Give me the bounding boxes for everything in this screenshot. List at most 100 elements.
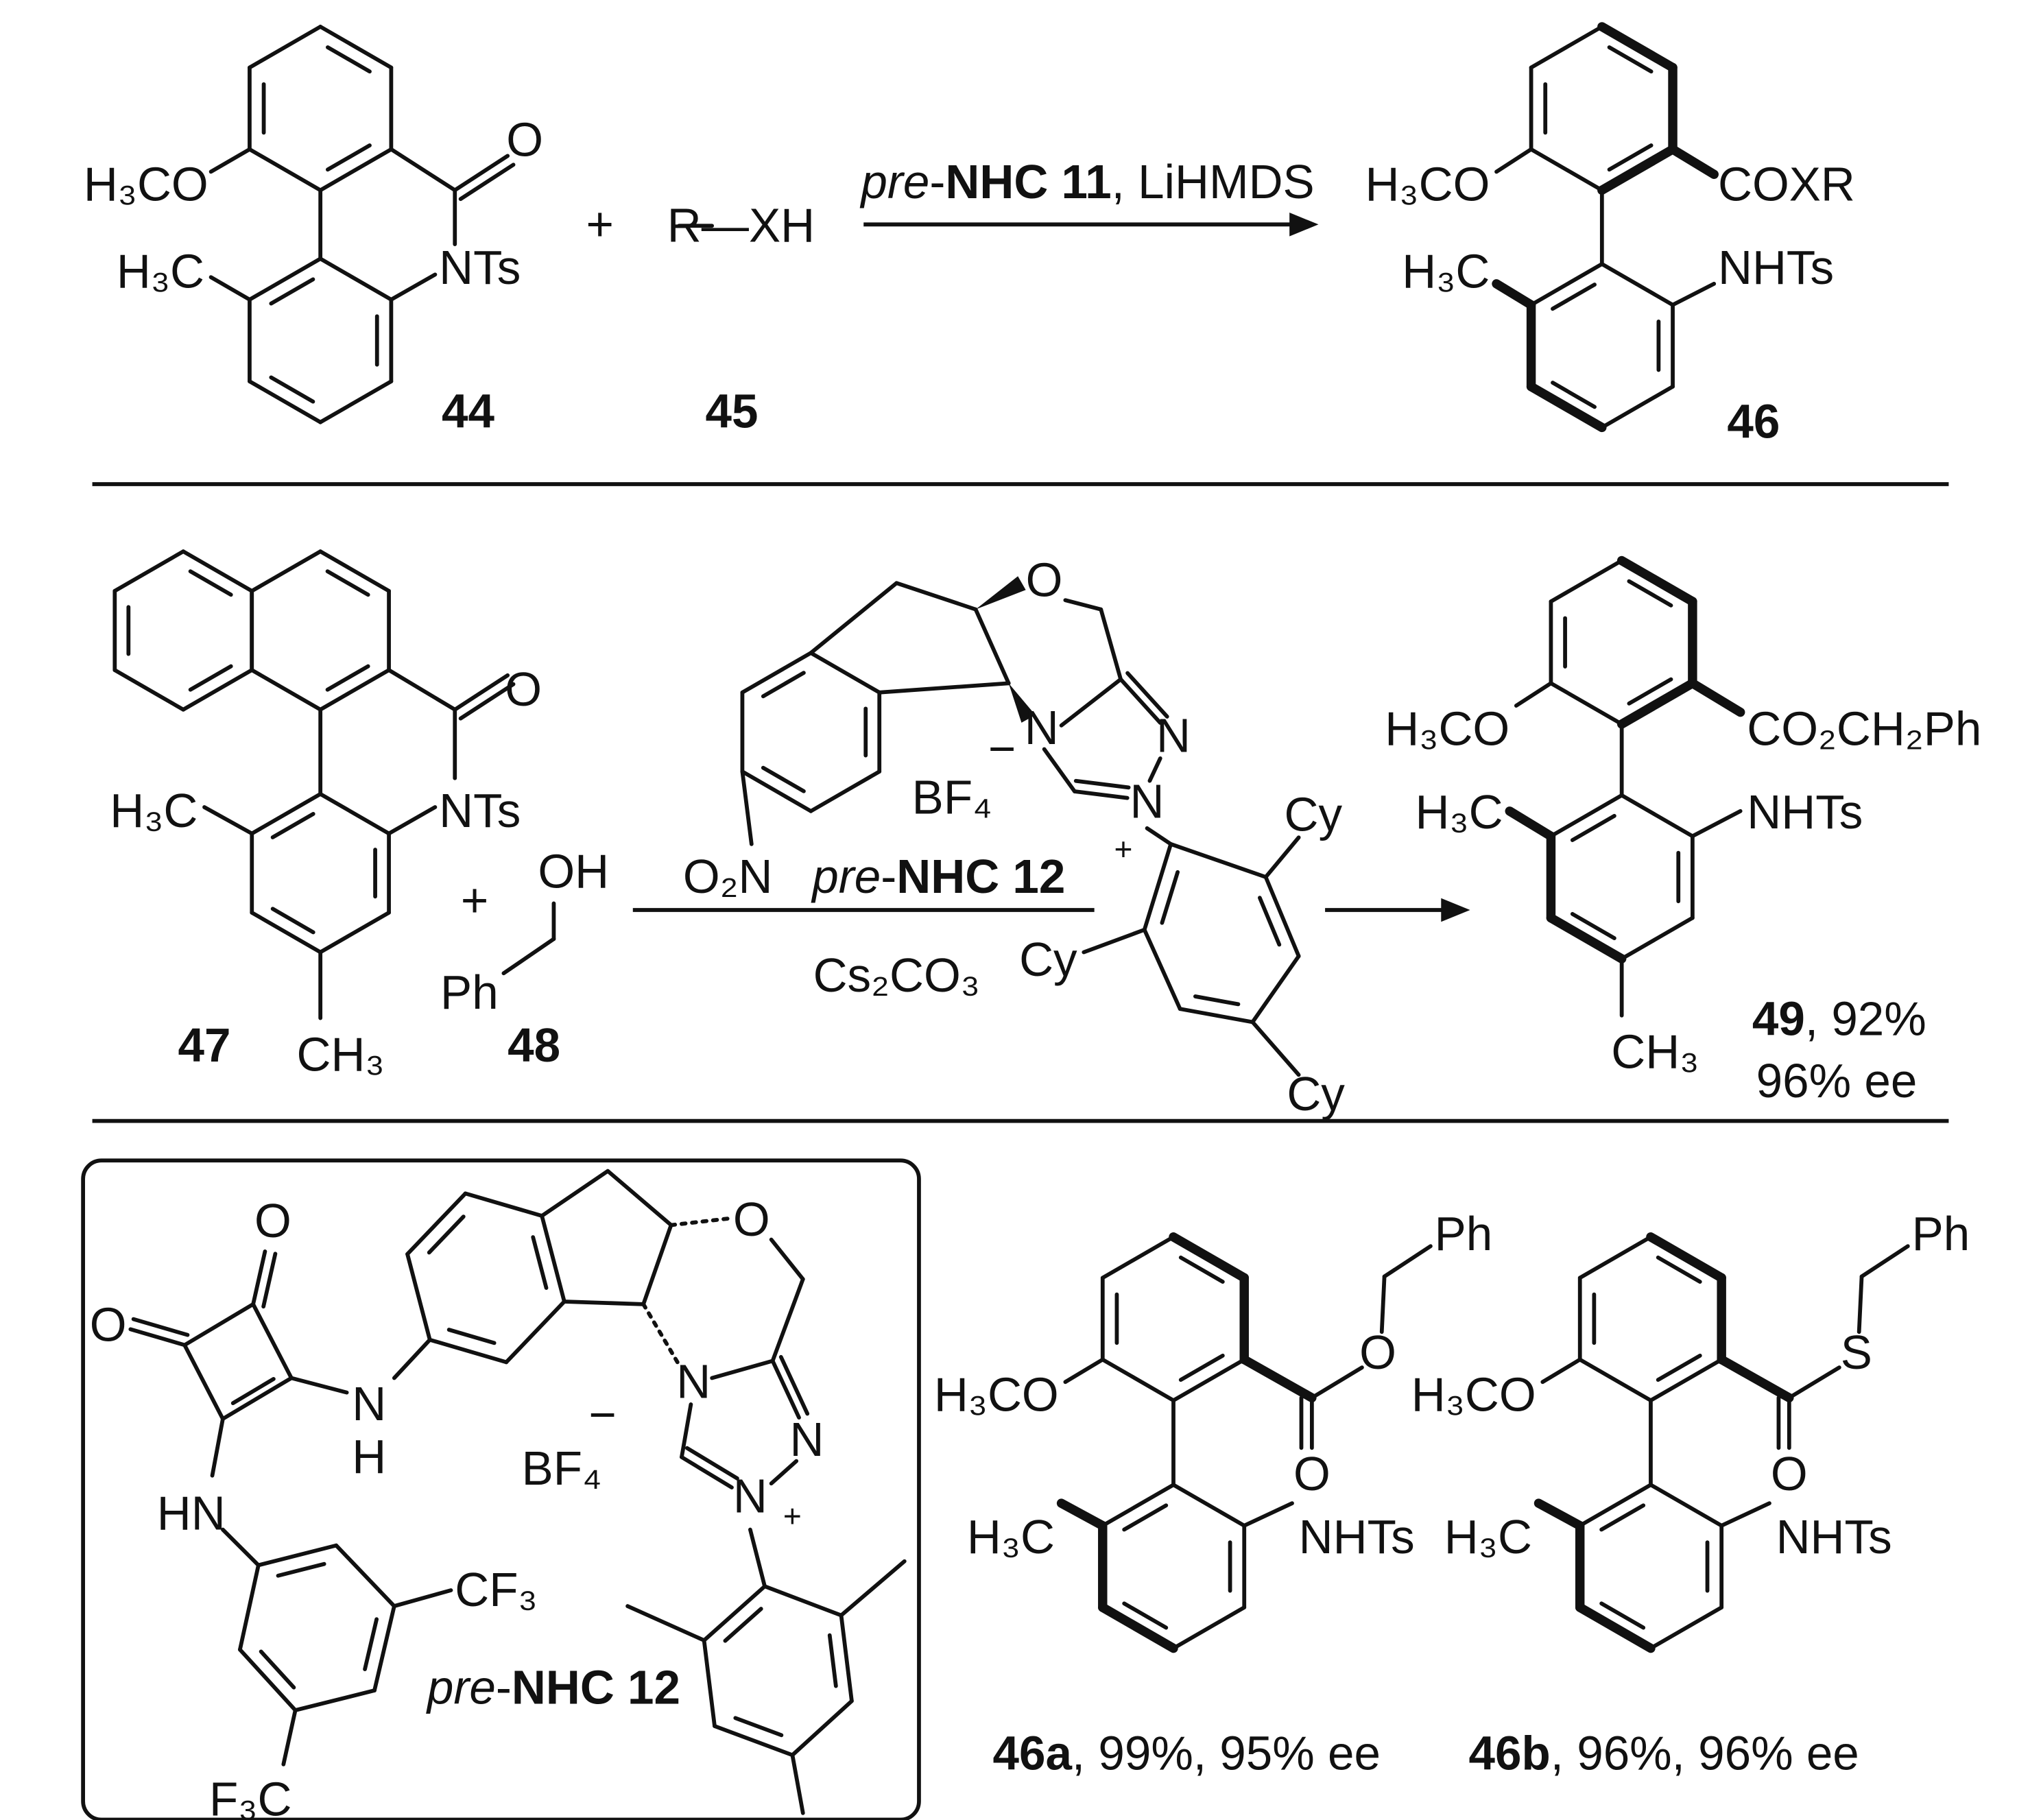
bond <box>405 1191 468 1256</box>
bond <box>248 147 323 193</box>
bond <box>1649 1605 1724 1651</box>
bond <box>1597 145 1678 195</box>
bond <box>685 1446 739 1481</box>
bond <box>1145 826 1173 846</box>
methyl-label: CH₃ <box>297 1028 385 1081</box>
bond <box>1607 45 1654 74</box>
bond <box>1570 813 1616 842</box>
compound-49: H₃CO CO₂CH₂Ph H₃C NHTs CH₃ 49, 92% 96% e… <box>1385 702 1981 1107</box>
compound-number: 44 <box>442 384 494 438</box>
nhts-label: NHTs <box>1718 241 1834 294</box>
bond <box>392 1588 453 1608</box>
compound-46a: H₃CO H₃C NHTs O O Ph 46a, 99%, 95% ee <box>934 1207 1492 1780</box>
nhts-label: NHTs <box>1299 1510 1415 1564</box>
bond <box>1379 1274 1387 1334</box>
bond <box>1857 1274 1864 1334</box>
base-label: Cs₂CO₃ <box>813 948 980 1002</box>
bond <box>1619 793 1695 839</box>
bond <box>1616 678 1697 729</box>
bond <box>250 791 323 836</box>
bond <box>1627 579 1673 608</box>
methyl-label: CH₃ <box>1611 1025 1699 1079</box>
nhts-label: NHTs <box>1776 1510 1892 1564</box>
bond <box>1100 1483 1175 1528</box>
bond <box>326 143 372 172</box>
bond <box>1242 1501 1294 1528</box>
reagent-formula: R—XH <box>667 198 815 252</box>
bond <box>1250 1020 1301 1077</box>
bond <box>1529 25 1604 70</box>
bond <box>289 1376 349 1395</box>
cyclohexyl-label: Cy <box>1287 1067 1345 1121</box>
bond <box>839 1613 854 1703</box>
bond <box>790 1753 805 1815</box>
bond <box>1616 555 1697 606</box>
bond <box>1382 1244 1433 1279</box>
compound-44: H₃CO H₃C O NTs 44 <box>84 112 543 438</box>
bond <box>740 769 754 846</box>
bond <box>1577 1357 1653 1403</box>
bond <box>1690 809 1743 839</box>
catalyst-pre-nhc-12-squaramide: O O N H HN CF₃ F₃C O N N N + BF₄ − pre-N… <box>90 1193 824 1820</box>
bond <box>1599 1601 1646 1630</box>
bond <box>1263 835 1301 879</box>
bond <box>1607 143 1654 172</box>
bond <box>1859 1244 1910 1279</box>
yield-label: 49, 92% <box>1752 992 1926 1046</box>
bond <box>250 910 323 955</box>
bond <box>389 272 438 302</box>
bond <box>1169 1232 1249 1283</box>
bond <box>202 805 254 836</box>
bond <box>1646 1232 1726 1283</box>
methyl-label: H₃C <box>110 784 198 837</box>
bond <box>221 1376 294 1421</box>
bond <box>1533 1498 1585 1531</box>
bond <box>710 1358 775 1380</box>
bond <box>1599 1503 1646 1532</box>
bond <box>1577 1234 1653 1280</box>
bond <box>387 805 438 836</box>
bond <box>1160 870 1180 925</box>
bond <box>1492 279 1536 310</box>
bond <box>251 1302 294 1380</box>
bond <box>1627 677 1673 706</box>
plus-sign: + <box>586 197 614 250</box>
bond <box>1494 147 1533 174</box>
bond <box>562 1300 646 1306</box>
charge-minus: − <box>588 1387 616 1441</box>
bond <box>504 1300 566 1365</box>
bond <box>1100 1234 1175 1280</box>
bond <box>1549 558 1624 604</box>
methyl-label: H₃C <box>967 1510 1055 1564</box>
compound-47: O NTs H₃C CH₃ 47 <box>110 662 542 1081</box>
bond <box>248 379 323 424</box>
bond <box>334 1543 396 1608</box>
bond <box>1178 1255 1225 1284</box>
methoxy-label: H₃CO <box>84 158 208 211</box>
bond <box>625 1604 706 1642</box>
catalyst-name: pre-NHC 12 <box>811 850 1065 903</box>
bond <box>318 25 394 70</box>
bond <box>1073 778 1131 790</box>
nitrogen-label: N <box>733 1470 767 1523</box>
bond <box>790 1699 854 1758</box>
bond <box>318 147 394 193</box>
bond <box>1551 381 1597 409</box>
nitrogen-label: N <box>1025 701 1059 754</box>
bond <box>1599 262 1675 307</box>
bond <box>1717 1354 1794 1403</box>
bond <box>372 1604 396 1692</box>
bond <box>458 163 516 202</box>
bond <box>188 569 233 597</box>
bond <box>680 1454 734 1489</box>
coxr-label: COXR <box>1718 158 1855 211</box>
bond <box>1193 994 1241 1007</box>
bond <box>325 664 370 692</box>
conditions-label: pre-NHC 11, LiHMDS <box>859 155 1314 208</box>
bond <box>769 1459 799 1486</box>
bond <box>1072 789 1130 800</box>
bond <box>318 549 391 593</box>
ester-label: CO₂CH₂Ph <box>1747 702 1981 756</box>
bond <box>1540 1357 1582 1385</box>
bond <box>1147 756 1162 783</box>
